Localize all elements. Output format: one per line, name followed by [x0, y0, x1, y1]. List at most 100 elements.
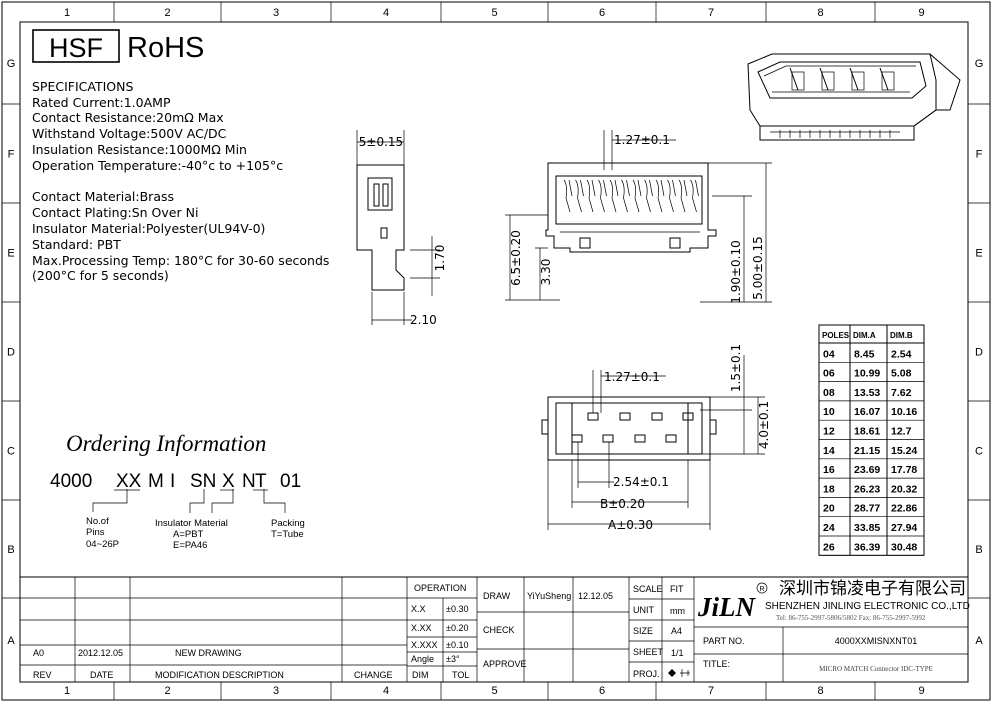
size-val: A4 — [671, 626, 682, 636]
pins-label-3: 04~26P — [86, 539, 119, 550]
poles-cell: 17.78 — [891, 464, 917, 476]
bottom-v2-dim: 4.0±0.1 — [757, 401, 771, 449]
row-marker-right: B — [975, 544, 982, 556]
col-marker-top: 5 — [491, 7, 497, 19]
row-marker-right: G — [975, 58, 984, 70]
spec-line: Contact Resistance:20mΩ Max — [32, 110, 224, 125]
tol-val: ±0.20 — [446, 623, 468, 633]
bottom-pitch-dim: 1.27±0.1 — [604, 370, 660, 384]
poles-cell: 22.86 — [891, 503, 917, 515]
contact-finger — [621, 179, 630, 213]
poles-cell: 28.77 — [854, 503, 880, 515]
dim-a: A±0.30 — [608, 518, 653, 532]
spec-line: Insulator Material:Polyester(UL94V-0) — [32, 221, 265, 236]
change-header: CHANGE — [354, 670, 393, 680]
unit-val: mm — [670, 606, 685, 616]
poles-cell: 21.15 — [854, 445, 880, 457]
col-marker-top: 9 — [918, 7, 924, 19]
size-label: SIZE — [633, 626, 653, 636]
poles-header: DIM.A — [853, 331, 876, 340]
operation-label: OPERATION — [414, 583, 466, 593]
poles-cell: 14 — [823, 445, 835, 457]
rohs-label: RoHS — [127, 32, 204, 64]
company-en: SHENZHEN JINLING ELECTRONIC CO.,LTD — [765, 601, 970, 612]
poles-cell: 08 — [823, 387, 835, 399]
desc-header: MODIFICATION DESCRIPTION — [155, 670, 284, 680]
tol-dim: X.XX — [411, 623, 432, 633]
projection-symbol-icon — [668, 669, 690, 677]
ordering-leaders — [92, 489, 286, 513]
dim-b: B±0.20 — [600, 497, 645, 511]
side-h-dim: 1.70 — [433, 245, 447, 272]
row-marker-left: A — [7, 635, 15, 647]
front-view: 1.27±0.1 6.5±0.20 3.30 1.90±0.10 5.00±0.… — [505, 130, 772, 304]
date-val: 2012.12.05 — [78, 648, 123, 658]
poles-cell: 5.08 — [891, 368, 912, 380]
poles-cell: 06 — [823, 368, 835, 380]
col-marker-bottom: 3 — [273, 685, 279, 697]
poles-cell: 10.16 — [891, 406, 917, 418]
draw-date: 12.12.05 — [578, 591, 613, 601]
poles-cell: 18.61 — [854, 426, 880, 438]
spec-line: Operation Temperature:-40°c to +105°c — [32, 158, 283, 173]
poles-header: POLES — [822, 331, 850, 340]
insulator-label-3: E=PA46 — [173, 540, 207, 551]
part-no-label: PART NO. — [703, 636, 745, 646]
spec-line: Withstand Voltage:500V AC/DC — [32, 126, 227, 141]
contact-finger — [678, 179, 688, 213]
order-code-part: M — [148, 471, 164, 492]
row-marker-right: A — [975, 635, 983, 647]
dim-header: DIM — [412, 670, 429, 680]
rev-header: REV — [33, 670, 52, 680]
contact-finger — [586, 179, 596, 213]
insulator-label-1: Insulator Material — [155, 518, 228, 529]
poles-cell: 12 — [823, 426, 835, 438]
poles-cell: 10 — [823, 406, 835, 418]
front-h4-dim: 5.00±0.15 — [751, 236, 765, 300]
front-h2-dim: 3.30 — [539, 259, 553, 286]
order-code-part: 01 — [280, 471, 301, 492]
packing-label-2: T=Tube — [271, 529, 304, 540]
poles-cell: 36.39 — [854, 541, 880, 553]
sheet-val: 1/1 — [671, 648, 684, 658]
poles-cell: 12.7 — [891, 426, 912, 438]
approve-label: APPROVE — [483, 659, 527, 669]
contact-finger — [632, 179, 642, 213]
col-marker-bottom: 8 — [817, 685, 823, 697]
spec-line: Contact Plating:Sn Over Ni — [32, 205, 198, 220]
hsf-box — [32, 29, 120, 63]
poles-cell: 7.62 — [891, 387, 912, 399]
order-code-part: SN — [190, 471, 216, 492]
row-marker-right: C — [975, 446, 983, 458]
col-marker-bottom: 9 — [918, 685, 924, 697]
col-marker-bottom: 4 — [383, 685, 389, 697]
spec-line: SPECIFICATIONS — [32, 79, 133, 94]
title-label: TITLE: — [703, 659, 730, 669]
col-marker-top: 1 — [64, 7, 70, 19]
tol-dim: X.XXX — [411, 640, 438, 650]
poles-cell: 24 — [823, 522, 835, 534]
col-marker-top: 6 — [599, 7, 605, 19]
proj-label: PROJ. — [633, 669, 660, 679]
side-view: 5±0.15 1.70 2.10 — [356, 130, 447, 327]
hsf-label: HSF — [49, 33, 103, 63]
isometric-view — [747, 53, 961, 141]
poles-cell: 20.32 — [891, 483, 917, 495]
contact-finger — [690, 179, 699, 213]
rev-val: A0 — [33, 648, 44, 658]
desc-val: NEW DRAWING — [175, 648, 242, 658]
part-no-val: 4000XXMISNXNT01 — [835, 636, 918, 646]
col-marker-top: 4 — [383, 7, 389, 19]
col-marker-top: 2 — [164, 7, 170, 19]
tol-dim: X.X — [411, 604, 426, 614]
contact-finger — [655, 179, 665, 213]
row-marker-left: F — [8, 149, 15, 161]
poles-cell: 15.24 — [891, 445, 917, 457]
side-width-dim: 5±0.15 — [359, 135, 403, 149]
